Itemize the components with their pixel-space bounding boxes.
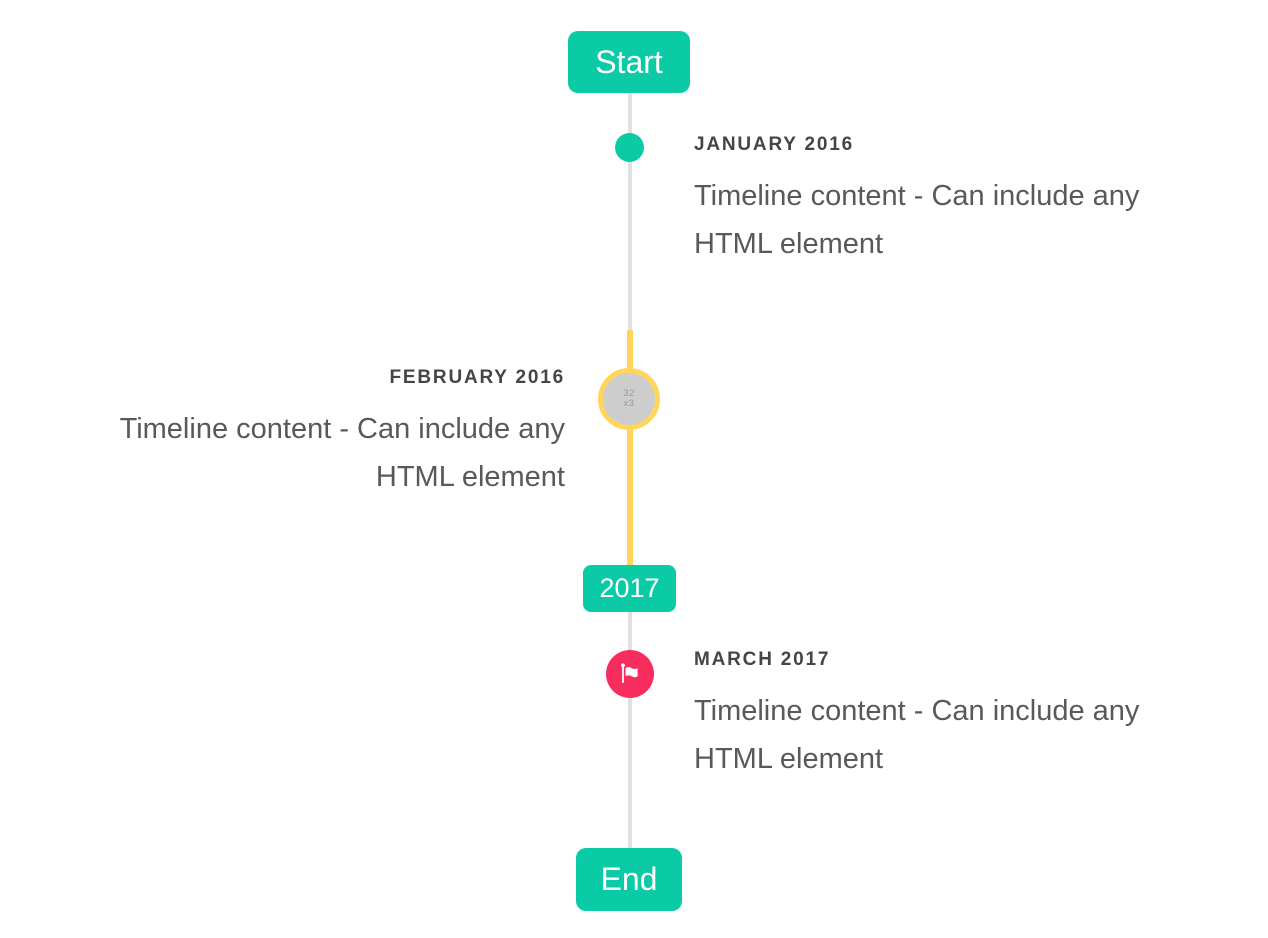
entry-content: Timeline content - Can include any HTML … — [694, 172, 1254, 268]
flag-icon — [618, 662, 642, 686]
timeline-year-badge: 2017 — [583, 565, 676, 612]
entry-title: JANUARY 2016 — [694, 134, 854, 155]
entry-title: MARCH 2017 — [694, 649, 831, 670]
entry-content-line: Timeline content - Can include any — [119, 413, 565, 445]
march-flag-marker — [606, 650, 654, 698]
entry-content: Timeline content - Can include any HTML … — [694, 687, 1254, 783]
entry-content-line: HTML element — [375, 461, 565, 493]
entry-content-line: HTML element — [694, 228, 884, 260]
timeline-year-label: 2017 — [599, 573, 660, 603]
timeline-entry-march: MARCH 2017 Timeline content - Can includ… — [694, 648, 1254, 783]
entry-content: Timeline content - Can include any HTML … — [5, 405, 565, 501]
timeline-start-label: Start — [595, 43, 663, 80]
broken-image-placeholder: 32x32 — [623, 388, 635, 410]
entry-content-line: HTML element — [694, 743, 884, 775]
january-dot-marker — [615, 133, 644, 162]
timeline-entry-february: FEBRUARY 2016 Timeline content - Can inc… — [5, 366, 565, 501]
timeline-start-badge: Start — [568, 31, 690, 93]
timeline-end-label: End — [600, 861, 658, 897]
entry-title: FEBRUARY 2016 — [389, 367, 565, 388]
timeline-end-badge: End — [576, 848, 682, 911]
february-placeholder-marker: 32x32 — [598, 368, 660, 430]
timeline-line-highlight — [627, 330, 633, 566]
entry-content-line: Timeline content - Can include any — [694, 695, 1140, 727]
entry-content-line: Timeline content - Can include any — [694, 180, 1140, 212]
timeline-entry-january: JANUARY 2016 Timeline content - Can incl… — [694, 133, 1254, 268]
